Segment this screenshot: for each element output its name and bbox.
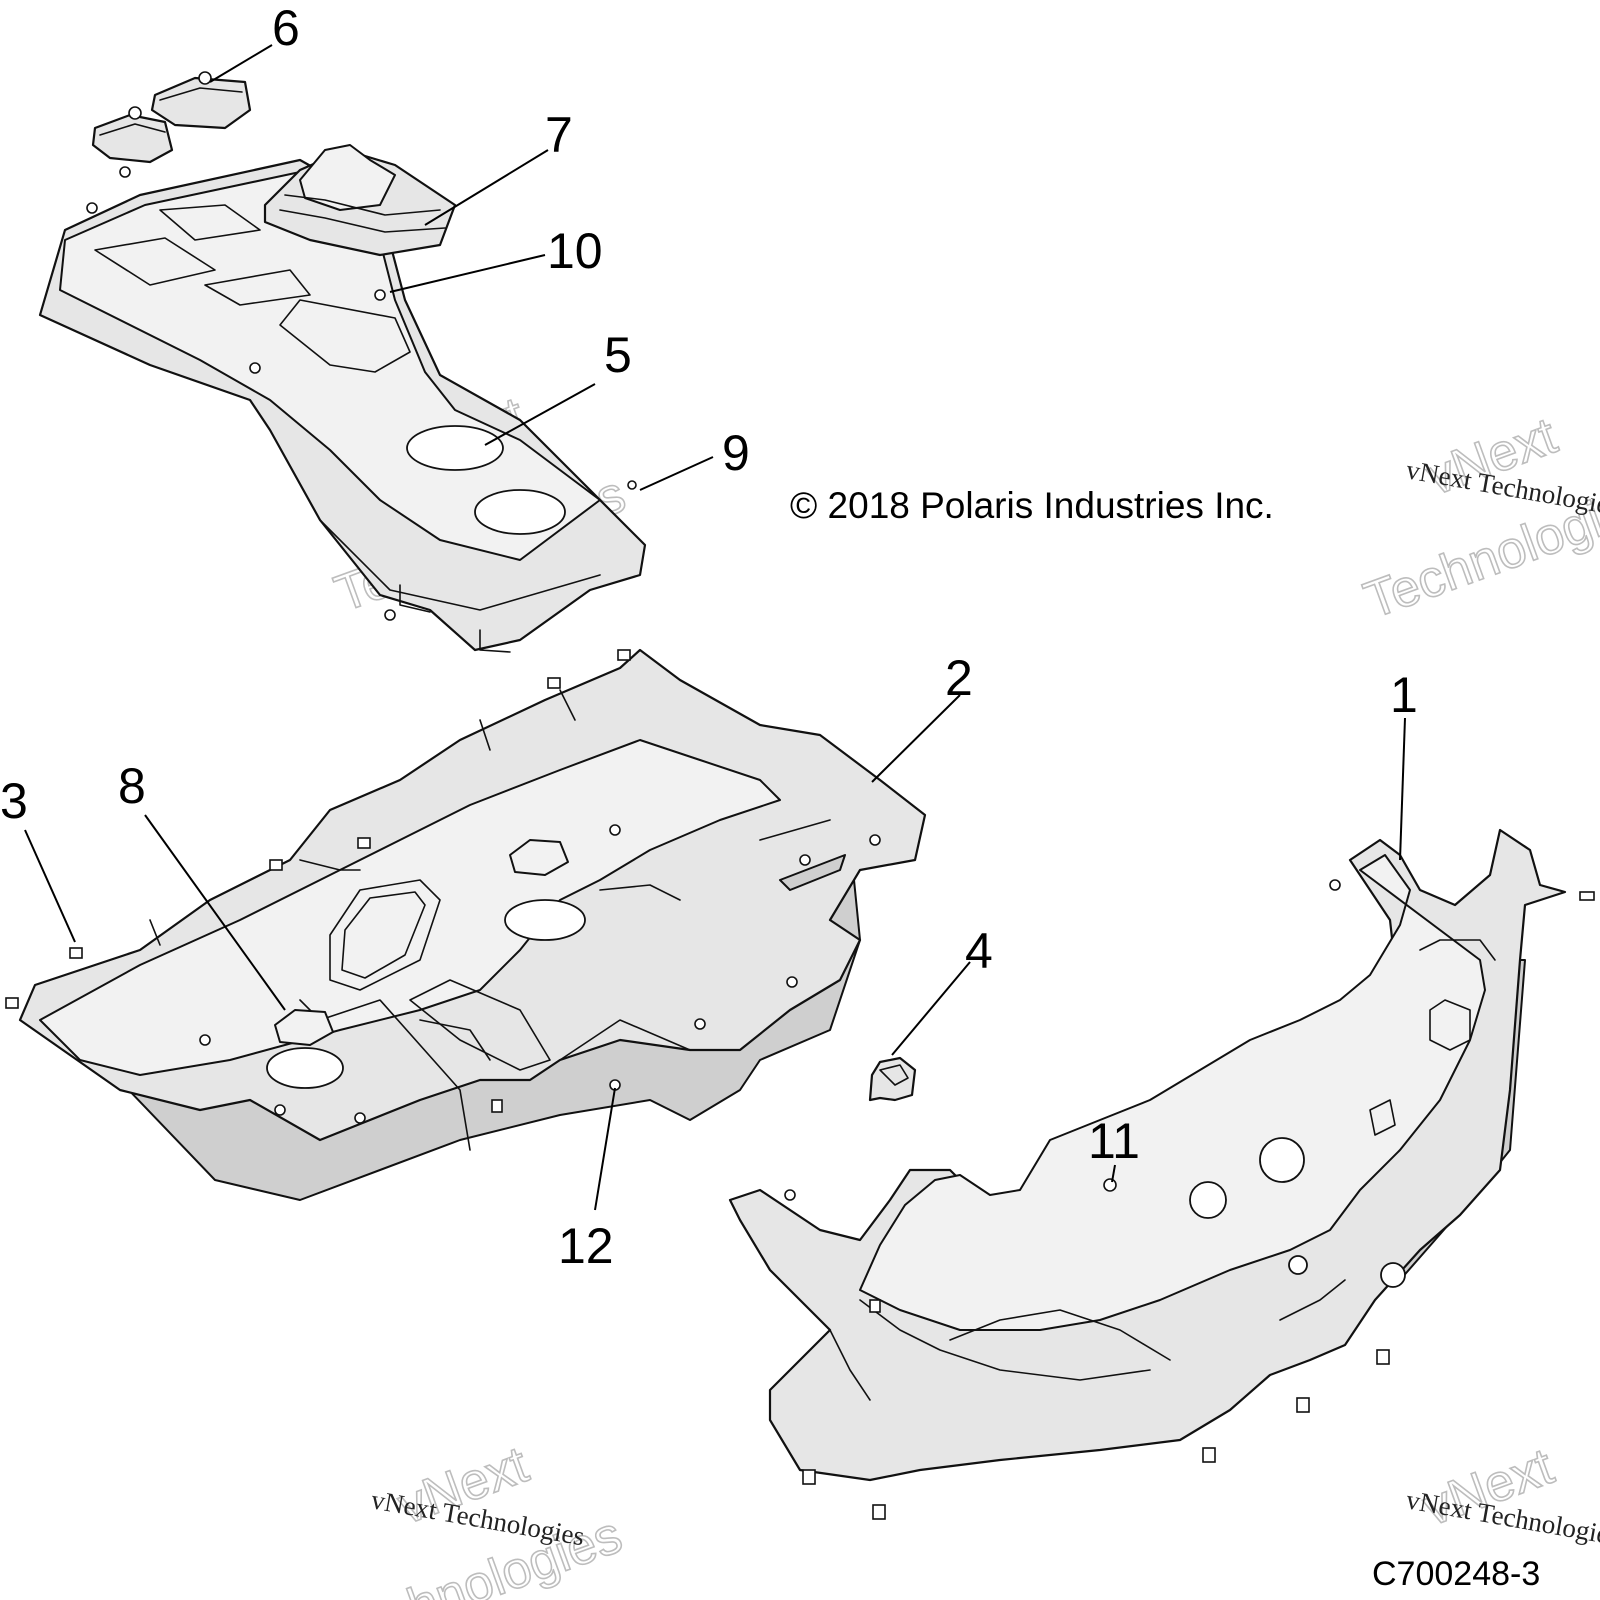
clip-icon <box>617 649 631 661</box>
watermark-bottom-right: vNext vNext Technologies <box>1404 1436 1600 1551</box>
leader-7 <box>424 149 549 226</box>
clip-icon <box>5 997 19 1009</box>
firewall-hole-icon <box>1288 1255 1308 1275</box>
leader-8 <box>144 814 286 1011</box>
clip-icon <box>547 677 561 689</box>
nut-icon <box>1103 1178 1117 1192</box>
screw-icon <box>249 362 261 374</box>
clip-icon <box>1296 1397 1310 1413</box>
watermark-top-right: vNext Technologies vNext Technologies <box>1356 406 1600 631</box>
cupholder-front-icon <box>406 425 504 471</box>
screw-icon <box>869 834 881 846</box>
callout-1: 1 <box>1390 667 1418 723</box>
screw-icon <box>627 480 637 490</box>
leader-6 <box>209 44 273 83</box>
leader-12 <box>594 1087 616 1211</box>
leader-4 <box>891 961 971 1056</box>
callout-9: 9 <box>722 425 750 481</box>
leader-9 <box>639 456 714 491</box>
clip-icon <box>1202 1447 1216 1463</box>
leader-2 <box>871 694 961 783</box>
watermark-bottom-center: vNext Technologies vNext Technologies <box>323 1435 630 1600</box>
callout-11: 11 <box>1088 1113 1140 1169</box>
callout-4: 4 <box>965 923 993 979</box>
callout-2: 2 <box>945 650 973 706</box>
screw-icon <box>86 202 98 214</box>
figure-code: C700248-3 <box>1372 1555 1540 1593</box>
part-drain-plug-top <box>509 839 569 876</box>
clip-icon <box>269 859 283 871</box>
firewall-hole-icon <box>1189 1181 1227 1219</box>
screw-icon <box>274 1104 286 1116</box>
screw-icon <box>119 166 131 178</box>
leader-11 <box>1111 1164 1116 1183</box>
screw-icon <box>1329 879 1341 891</box>
firewall-hole-icon <box>1259 1137 1305 1183</box>
leader-10 <box>389 254 546 293</box>
screw-icon <box>694 1018 706 1030</box>
clip-icon <box>128 106 142 120</box>
cupholder-rear-icon <box>474 489 566 535</box>
part-bracket <box>868 1056 917 1102</box>
screw-icon <box>786 976 798 988</box>
clip-icon <box>198 71 212 85</box>
part-floor-pan <box>5 648 927 1201</box>
part-shift-boot <box>263 144 457 257</box>
screw-icon <box>374 289 386 301</box>
part-firewall <box>728 828 1595 1520</box>
callout-labels: 1 2 3 4 5 6 7 8 9 10 11 12 <box>0 0 1418 1274</box>
leader-3 <box>24 829 76 943</box>
leader-lines <box>24 44 1406 1211</box>
callout-6: 6 <box>272 0 300 56</box>
callout-3: 3 <box>0 773 28 829</box>
screw-icon <box>199 1034 211 1046</box>
drain-opening-icon <box>266 1047 344 1089</box>
screw-icon <box>384 609 396 621</box>
copyright-notice: © 2018 Polaris Industries Inc. <box>790 485 1274 526</box>
part-switch-covers <box>91 71 252 164</box>
leader-5 <box>484 383 596 446</box>
firewall-hole-icon <box>1380 1262 1406 1288</box>
leader-1 <box>1399 717 1406 861</box>
clip-icon <box>69 947 83 959</box>
part-center-console <box>38 158 647 653</box>
clip-icon <box>872 1504 886 1520</box>
clip-icon <box>357 837 371 849</box>
screw-icon <box>609 824 621 836</box>
clip-icon <box>869 1299 881 1313</box>
callout-12: 12 <box>558 1218 614 1274</box>
drain-opening-icon <box>504 899 586 941</box>
screw-icon <box>799 854 811 866</box>
screw-icon <box>784 1189 796 1201</box>
clip-icon <box>1579 891 1595 901</box>
clip-icon <box>1376 1349 1390 1365</box>
clip-icon <box>802 1469 816 1485</box>
callout-8: 8 <box>118 758 146 814</box>
clip-icon <box>491 1099 503 1113</box>
screw-icon <box>354 1112 366 1124</box>
part-drain-plug <box>274 1009 334 1046</box>
callout-5: 5 <box>604 327 632 383</box>
callout-10: 10 <box>547 223 603 279</box>
callout-7: 7 <box>545 107 573 163</box>
